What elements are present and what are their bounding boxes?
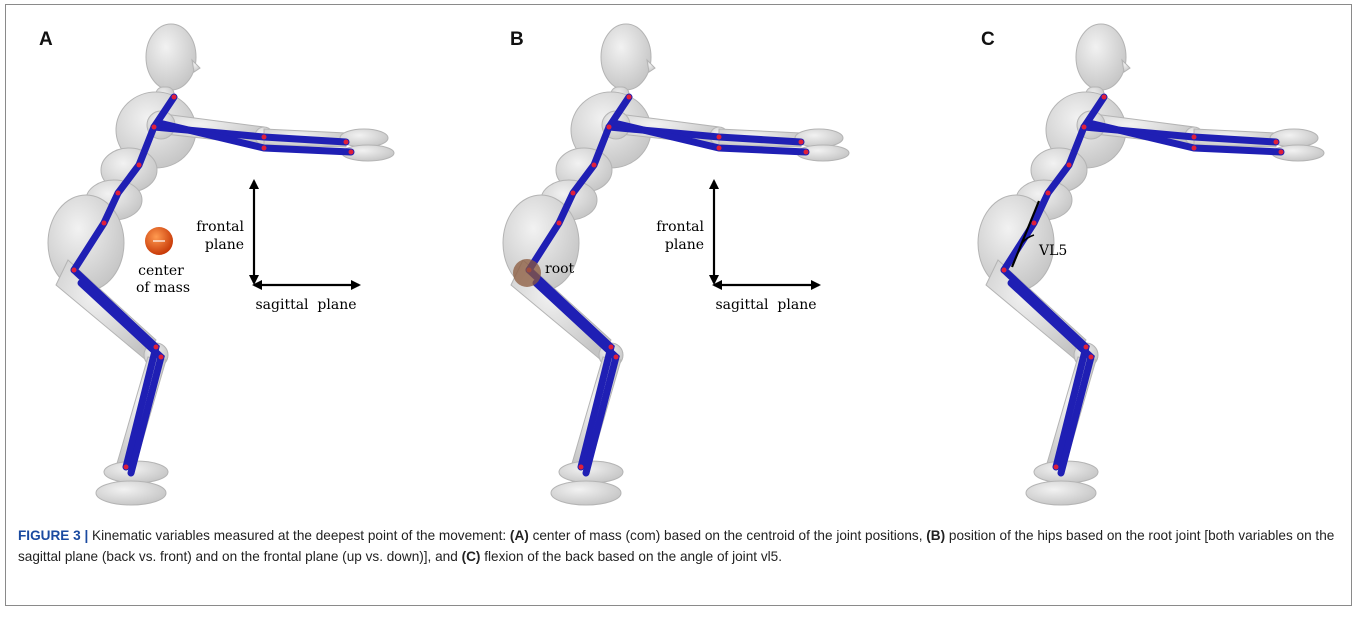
root-marker	[513, 259, 541, 287]
caption-text-4: flexion of the back based on the angle o…	[480, 549, 782, 564]
panel-a: center of mass frontal plane sagittal pl…	[48, 24, 394, 505]
frontal-label-line2-b: plane	[665, 237, 704, 253]
frontal-label-line1: frontal	[196, 219, 244, 235]
panel-c: VL5	[978, 24, 1324, 505]
vl5-angle-label: VL5	[1038, 243, 1067, 259]
caption-ref-a: (A)	[510, 528, 529, 543]
panel-letter-b: B	[510, 29, 524, 51]
com-label-line1: center	[138, 263, 184, 279]
panel-letter-c: C	[981, 29, 995, 51]
panel-letter-a: A	[39, 29, 53, 51]
caption-ref-c: (C)	[462, 549, 481, 564]
frontal-label-line1-b: frontal	[656, 219, 704, 235]
panel-b: root frontal plane sagittal plane	[503, 24, 849, 505]
figure-caption: FIGURE 3 | Kinematic variables measured …	[18, 525, 1338, 567]
caption-text-2: center of mass (com) based on the centro…	[529, 528, 926, 543]
caption-label: FIGURE 3 |	[18, 528, 88, 543]
frontal-label-line2: plane	[205, 237, 244, 253]
caption-ref-b: (B)	[926, 528, 945, 543]
sagittal-label: sagittal plane	[255, 297, 356, 313]
sagittal-label-b: sagittal plane	[715, 297, 816, 313]
com-label-line2: of mass	[136, 280, 190, 296]
root-label: root	[545, 261, 575, 277]
figure-frame: center of mass frontal plane sagittal pl…	[5, 4, 1352, 606]
figure-illustration: center of mass frontal plane sagittal pl…	[6, 5, 1353, 515]
caption-text-1: Kinematic variables measured at the deep…	[88, 528, 510, 543]
